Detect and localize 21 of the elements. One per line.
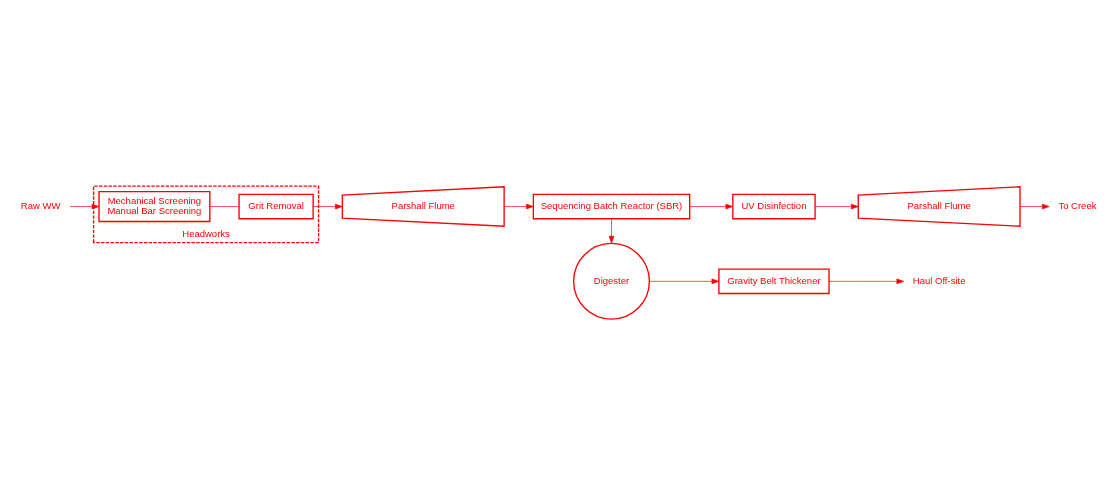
node-box: Mechanical Screening Manual Bar Screening bbox=[98, 190, 211, 223]
arrow bbox=[1019, 203, 1050, 210]
node-text: Haul Off-site bbox=[912, 274, 966, 286]
node-text: Raw WW bbox=[20, 200, 61, 212]
arrow bbox=[312, 203, 343, 210]
arrow bbox=[69, 203, 100, 210]
node-box: Grit Removal bbox=[238, 193, 314, 220]
node-text: To Creek bbox=[1058, 200, 1097, 212]
arrow bbox=[689, 203, 734, 210]
node-box: Gravity Belt Thickener bbox=[718, 268, 830, 295]
connector bbox=[209, 206, 240, 207]
arrow bbox=[608, 218, 615, 244]
arrow bbox=[828, 278, 904, 285]
arrow bbox=[503, 203, 534, 210]
node-circle: Digester bbox=[572, 242, 651, 320]
node-box: Parshall Flume bbox=[857, 186, 1021, 227]
arrow bbox=[649, 278, 720, 285]
node-box: Sequencing Batch Reactor (SBR) bbox=[532, 193, 691, 220]
arrow bbox=[814, 203, 859, 210]
node-box: UV Disinfection bbox=[732, 193, 816, 220]
node-box: Parshall Flume bbox=[341, 186, 505, 227]
